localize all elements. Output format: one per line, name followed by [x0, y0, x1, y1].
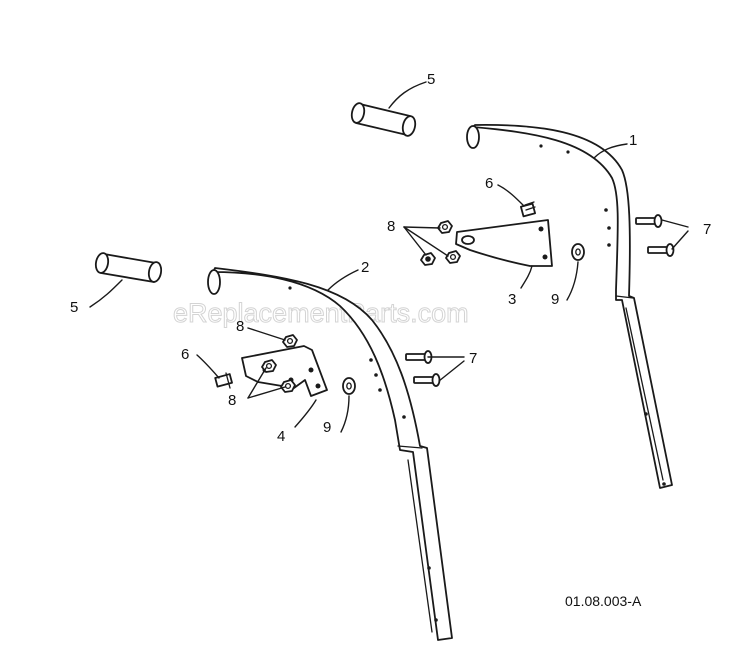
callout-nuts-right: 8	[387, 218, 395, 235]
callout-bracket-right: 3	[508, 291, 516, 308]
callout-bolts-right: 7	[703, 221, 711, 238]
callout-grip-left: 5	[70, 299, 78, 316]
callout-handle-right: 1	[629, 132, 637, 149]
callout-washer-left: 9	[323, 419, 331, 436]
leader-lines	[89, 81, 689, 433]
callout-nuts-left-bottom: 8	[228, 392, 236, 409]
stud-left[interactable]	[214, 372, 233, 389]
callout-bolts-left: 7	[469, 350, 477, 367]
grip-right[interactable]	[350, 102, 417, 137]
callout-grip-right: 5	[427, 71, 435, 88]
bracket-right[interactable]	[455, 219, 553, 267]
handle-left[interactable]	[207, 267, 453, 641]
callout-bracket-left: 4	[277, 428, 285, 445]
stud-right[interactable]	[520, 201, 536, 218]
nut-left-top[interactable]	[282, 334, 298, 348]
nuts-right[interactable]	[420, 220, 461, 266]
watermark: eReplacementParts.com	[173, 298, 469, 328]
drawing-code: 01.08.003-A	[565, 593, 642, 609]
handle-right[interactable]	[466, 124, 673, 489]
washer-left[interactable]	[342, 377, 356, 395]
bolts-right[interactable]	[635, 214, 675, 257]
callout-stud-left: 6	[181, 346, 189, 363]
nuts-left-bottom[interactable]	[261, 359, 296, 393]
callout-nut-left-top: 8	[236, 318, 244, 335]
washer-right[interactable]	[571, 243, 585, 261]
callout-handle-left: 2	[361, 259, 369, 276]
bolts-left[interactable]	[405, 350, 441, 387]
callout-labels: 5 1 6 8 7 3 9 2 5 8 6 7 8 4 9	[70, 71, 711, 445]
callout-washer-right: 9	[551, 291, 559, 308]
grip-left[interactable]	[94, 252, 163, 283]
callout-stud-right: 6	[485, 175, 493, 192]
